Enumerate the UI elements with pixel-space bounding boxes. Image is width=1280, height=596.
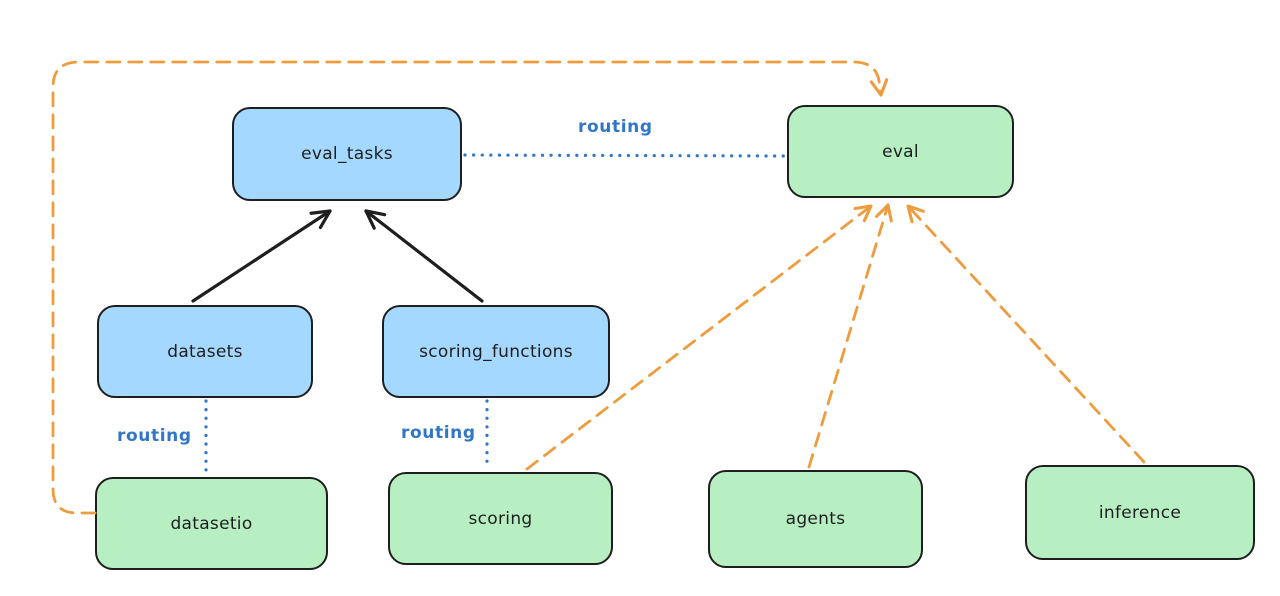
connector-scoring-functions-to-eval-tasks	[364, 209, 484, 303]
node-inference: inference	[1025, 465, 1255, 560]
node-label: scoring_functions	[419, 341, 573, 362]
node-eval-tasks: eval_tasks	[232, 107, 462, 201]
node-label: datasetio	[170, 513, 253, 534]
node-label: eval_tasks	[301, 144, 393, 164]
node-datasets: datasets	[97, 305, 313, 398]
routing-label-datasets-datasetio: routing	[117, 426, 192, 446]
connector-agents-to-eval	[807, 203, 893, 469]
node-agents: agents	[708, 470, 923, 568]
node-scoring-functions: scoring_functions	[382, 305, 610, 398]
node-label: inference	[1098, 502, 1182, 523]
connector-inference-to-eval	[906, 204, 1146, 464]
connector-eval-tasks-to-eval-routing	[463, 153, 788, 158]
node-label: scoring	[468, 508, 533, 529]
node-label: datasets	[167, 341, 243, 362]
routing-label-scoring-functions-scoring: routing	[401, 423, 476, 443]
connector-datasets-to-eval-tasks	[191, 209, 332, 303]
node-label: eval	[882, 141, 919, 162]
node-eval: eval	[787, 105, 1014, 198]
node-datasetio: datasetio	[95, 477, 328, 570]
node-scoring: scoring	[388, 472, 613, 565]
routing-label-eval-tasks-eval: routing	[578, 117, 653, 137]
node-label: agents	[785, 509, 846, 529]
